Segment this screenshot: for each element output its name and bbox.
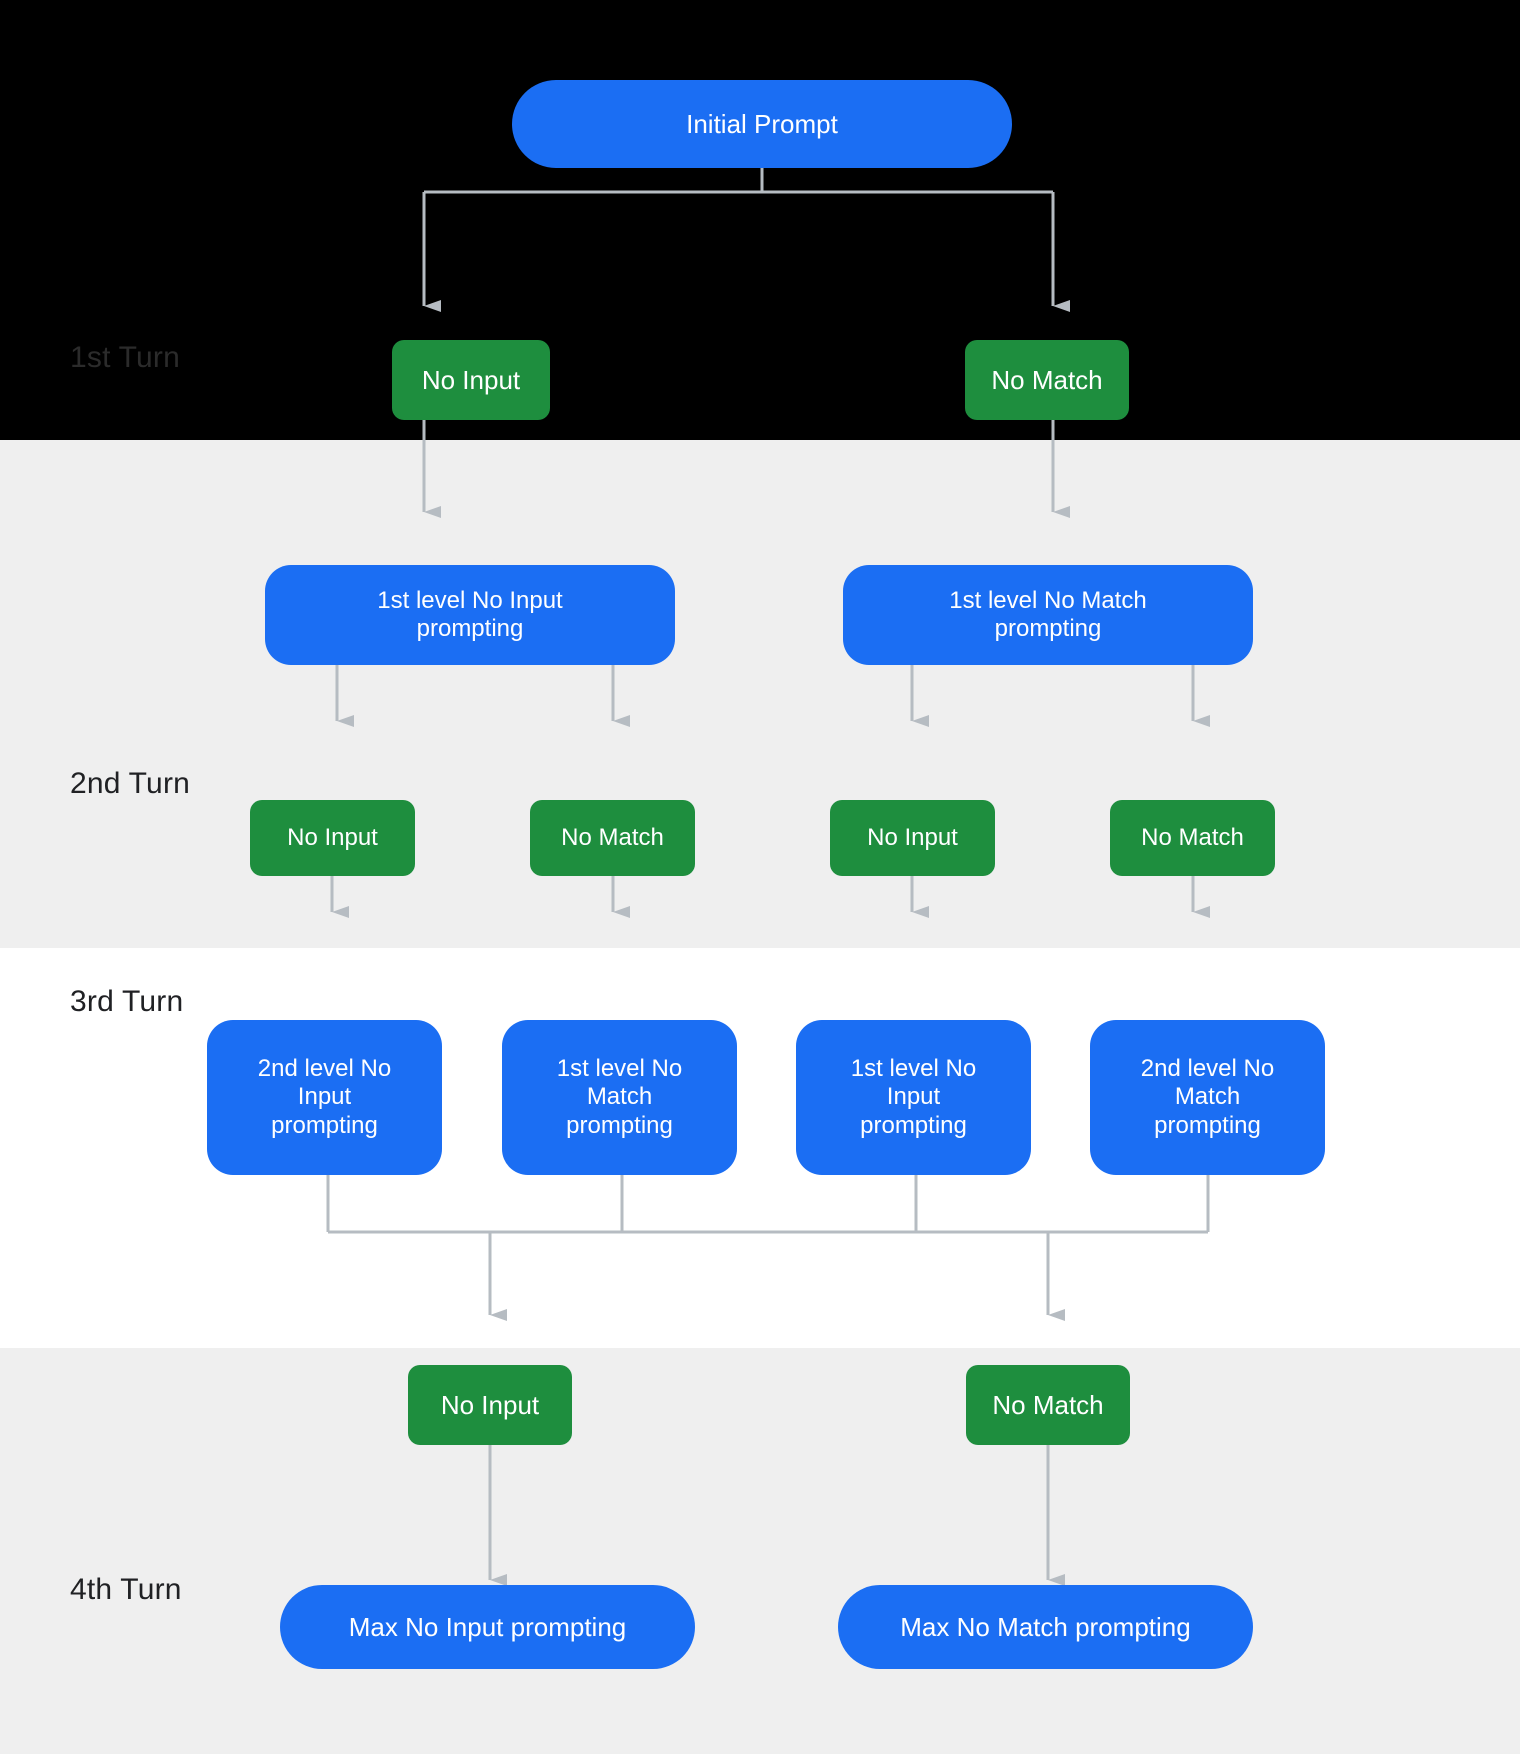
node-t4-max-no-match-prompting[interactable]: Max No Match prompting [838, 1585, 1253, 1669]
band-1st-turn [0, 0, 1520, 440]
node-t3-second-level-no-input-prompting[interactable]: 2nd level No Input prompting [207, 1020, 442, 1175]
turn-label-2nd: 2nd Turn [70, 767, 191, 800]
node-t3-first-level-no-match-prompting[interactable]: 1st level No Match prompting [502, 1020, 737, 1175]
node-t2-no-match-b[interactable]: No Match [1110, 800, 1275, 876]
band-4th-turn [0, 1348, 1520, 1754]
turn-label-4th: 4th Turn [70, 1573, 182, 1606]
node-t2-no-input-a[interactable]: No Input [250, 800, 415, 876]
node-t3-no-input[interactable]: No Input [408, 1365, 572, 1445]
band-2nd-turn [0, 440, 1520, 948]
node-t4-max-no-input-prompting[interactable]: Max No Input prompting [280, 1585, 695, 1669]
node-t3-no-match[interactable]: No Match [966, 1365, 1130, 1445]
turn-label-3rd: 3rd Turn [70, 985, 184, 1018]
node-t2-no-match-a[interactable]: No Match [530, 800, 695, 876]
node-t2-no-input-b[interactable]: No Input [830, 800, 995, 876]
node-t2-first-level-no-input-prompting[interactable]: 1st level No Input prompting [265, 565, 675, 665]
node-t3-second-level-no-match-prompting[interactable]: 2nd level No Match prompting [1090, 1020, 1325, 1175]
turn-label-1st: 1st Turn [70, 341, 180, 374]
node-t2-first-level-no-match-prompting[interactable]: 1st level No Match prompting [843, 565, 1253, 665]
node-initial-prompt[interactable]: Initial Prompt [512, 80, 1012, 168]
node-t1-no-match[interactable]: No Match [965, 340, 1129, 420]
node-t1-no-input[interactable]: No Input [392, 340, 550, 420]
node-t3-first-level-no-input-prompting[interactable]: 1st level No Input prompting [796, 1020, 1031, 1175]
